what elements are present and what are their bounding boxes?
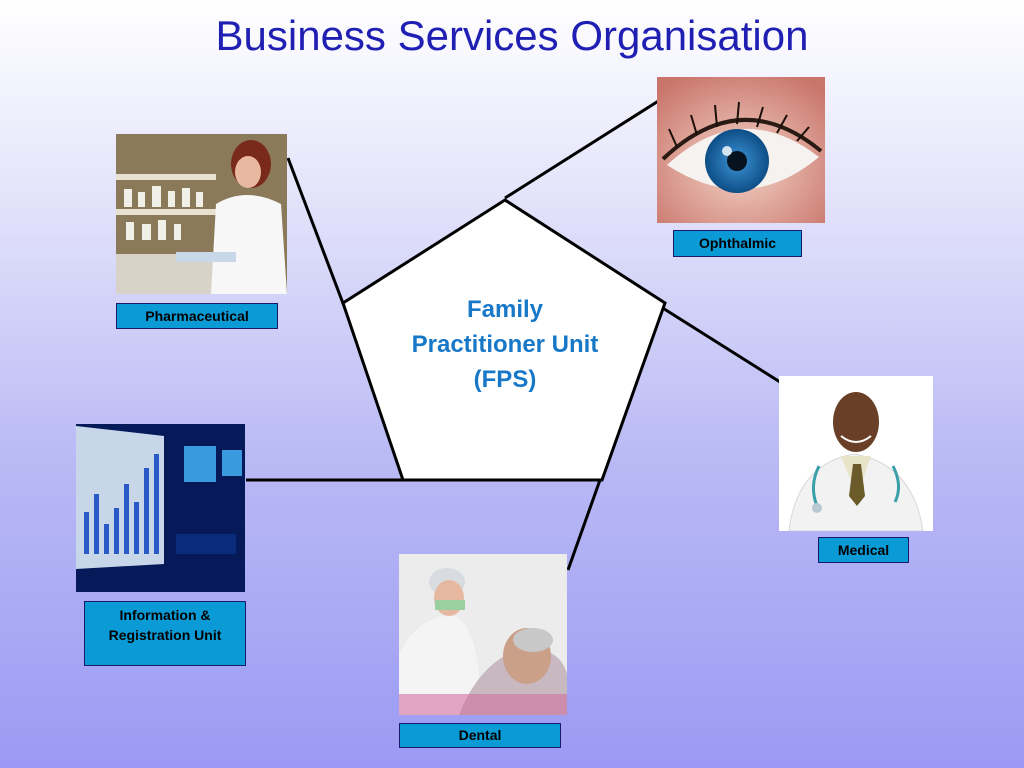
center-pentagon: [341, 198, 667, 482]
page-title: Business Services Organisation: [215, 12, 809, 59]
ophthalmic-label: Ophthalmic: [673, 230, 802, 257]
medical-label: Medical: [818, 537, 909, 563]
eye-photo: [657, 77, 825, 223]
information-label: Information & Registration Unit: [84, 601, 246, 666]
doctor-photo: [779, 376, 933, 531]
pharmaceutical-label: Pharmaceutical: [116, 303, 278, 329]
pharmacist-photo: [116, 134, 287, 294]
dentist-photo: [399, 554, 567, 715]
computer-photo: [76, 424, 245, 592]
center-unit-label: Family Practitioner Unit (FPS): [411, 296, 599, 393]
dental-label: Dental: [399, 723, 561, 748]
